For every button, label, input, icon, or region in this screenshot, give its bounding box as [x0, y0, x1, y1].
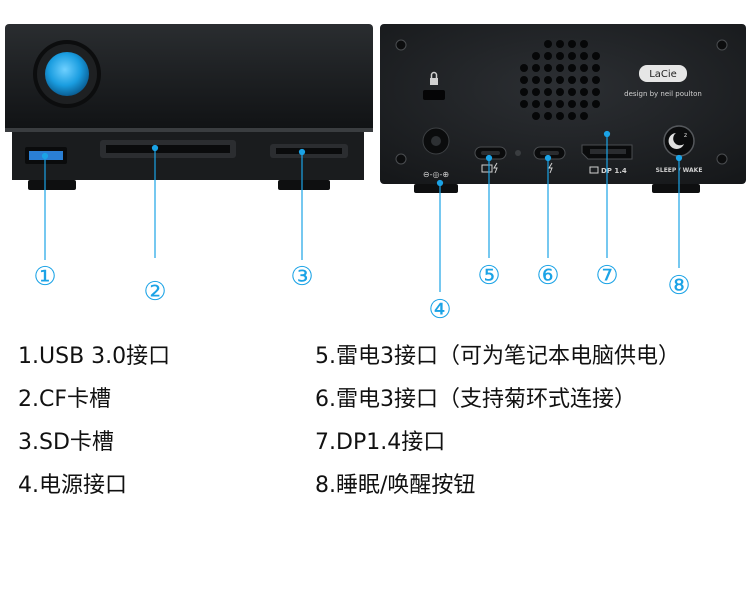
fan-hole: [532, 88, 540, 96]
fan-hole: [592, 88, 600, 96]
fan-hole: [580, 64, 588, 72]
thunderbolt-icon: [548, 162, 553, 174]
fan-hole: [532, 100, 540, 108]
front-top-housing: [5, 24, 373, 132]
fan-hole: [580, 76, 588, 84]
power-polarity-symbol: ⊖-◎-⊕: [423, 170, 449, 179]
dp-label: DP 1.4: [601, 167, 627, 175]
svg-text:z: z: [684, 132, 687, 139]
legend-item-4: 4.电源接口: [18, 473, 128, 498]
callout-5: ⑤: [477, 261, 500, 291]
display-icon: [589, 166, 599, 174]
fan-hole: [532, 112, 540, 120]
legend-left: 1.USB 3.0接口 2.CF卡槽 3.SD卡槽 4.电源接口: [18, 338, 170, 510]
callout-6: ⑥: [536, 261, 559, 291]
fan-grille: [520, 40, 600, 120]
fan-hole: [580, 100, 588, 108]
fan-hole: [544, 52, 552, 60]
fan-hole: [544, 76, 552, 84]
callout-7: ⑦: [595, 261, 618, 291]
fan-hole: [556, 88, 564, 96]
sleep-wake-button[interactable]: z: [663, 125, 695, 157]
fan-hole: [568, 40, 576, 48]
thunderbolt-port-2[interactable]: [533, 146, 566, 160]
legend-item-1: 1.USB 3.0接口: [18, 344, 171, 369]
power-jack[interactable]: [422, 127, 450, 155]
lock-icon: [430, 71, 438, 85]
thunderbolt-port-1[interactable]: [474, 146, 507, 160]
front-foot-right: [278, 180, 330, 190]
fan-hole: [556, 52, 564, 60]
cf-slot[interactable]: [100, 140, 236, 158]
callout-2: ②: [143, 277, 166, 307]
callout-4: ④: [428, 295, 451, 325]
legend-item-6: 6.雷电3接口（支持菊环式连接）: [315, 387, 636, 412]
brand-badge: LaCie: [639, 65, 687, 82]
fan-hole: [544, 88, 552, 96]
fan-hole: [592, 64, 600, 72]
callout-1: ①: [33, 262, 56, 292]
fan-hole: [520, 76, 528, 84]
product-figure: ⊖-◎-⊕ DP 1.4 LaCie design by neil: [5, 24, 746, 325]
fan-hole: [520, 88, 528, 96]
fan-hole: [556, 64, 564, 72]
fan-hole: [580, 88, 588, 96]
fan-hole: [568, 52, 576, 60]
fan-hole: [556, 100, 564, 108]
front-view: [5, 24, 373, 190]
legend-right: 5.雷电3接口（可为笔记本电脑供电） 6.雷电3接口（支持菊环式连接） 7.DP…: [315, 338, 680, 510]
sd-slot[interactable]: [270, 144, 348, 158]
power-button[interactable]: [33, 40, 101, 108]
fan-hole: [544, 40, 552, 48]
fan-hole: [568, 100, 576, 108]
fan-hole: [520, 100, 528, 108]
brand-tagline: design by neil poulton: [624, 90, 702, 98]
status-led: [515, 150, 521, 156]
fan-hole: [532, 52, 540, 60]
fan-hole: [556, 112, 564, 120]
fan-hole: [568, 88, 576, 96]
laptop-thunderbolt-icon: [481, 162, 498, 174]
fan-hole: [568, 64, 576, 72]
fan-hole: [544, 64, 552, 72]
fan-hole: [532, 64, 540, 72]
fan-hole: [568, 112, 576, 120]
screws: [395, 39, 728, 165]
fan-hole: [556, 76, 564, 84]
fan-hole: [544, 112, 552, 120]
fan-hole: [544, 100, 552, 108]
fan-hole: [580, 52, 588, 60]
back-view: ⊖-◎-⊕ DP 1.4 LaCie design by neil: [380, 24, 746, 193]
fan-hole: [592, 100, 600, 108]
callout-3: ③: [290, 262, 313, 292]
legend-item-8: 8.睡眠/唤醒按钮: [315, 473, 476, 498]
legend-item-3: 3.SD卡槽: [18, 430, 114, 455]
legend-item-5: 5.雷电3接口（可为笔记本电脑供电）: [315, 344, 680, 369]
fan-hole: [592, 76, 600, 84]
fan-hole: [532, 76, 540, 84]
callout-lines: [41, 130, 683, 292]
front-foot-left: [28, 180, 76, 190]
callout-8: ⑧: [667, 271, 690, 301]
back-foot-left: [414, 184, 458, 193]
fan-hole: [556, 40, 564, 48]
legend-item-7: 7.DP1.4接口: [315, 430, 446, 455]
fan-hole: [592, 52, 600, 60]
kensington-slot[interactable]: [423, 90, 445, 100]
fan-hole: [580, 40, 588, 48]
fan-hole: [520, 64, 528, 72]
back-foot-right: [652, 184, 700, 193]
fan-hole: [580, 112, 588, 120]
fan-hole: [568, 76, 576, 84]
brand-logo: LaCie: [649, 69, 677, 80]
legend-item-2: 2.CF卡槽: [18, 387, 112, 412]
